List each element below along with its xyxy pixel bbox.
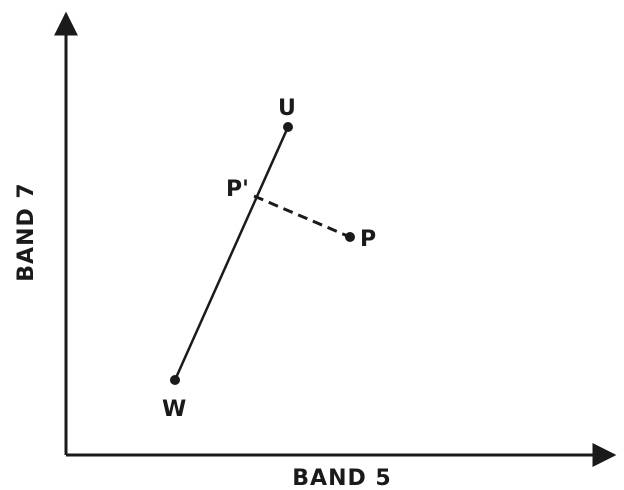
x-axis-label: BAND 5 <box>292 466 391 490</box>
dashed-line-p-prime-p <box>253 194 351 239</box>
y-axis-label: BAND 7 <box>14 182 39 281</box>
label-u: U <box>278 96 296 121</box>
point-w <box>170 375 180 385</box>
point-p <box>345 232 355 242</box>
label-w: W <box>162 397 186 422</box>
label-p: P <box>360 227 376 252</box>
label-p-prime: P' <box>226 177 249 202</box>
line-w-u <box>173 126 290 381</box>
point-u <box>283 122 293 132</box>
